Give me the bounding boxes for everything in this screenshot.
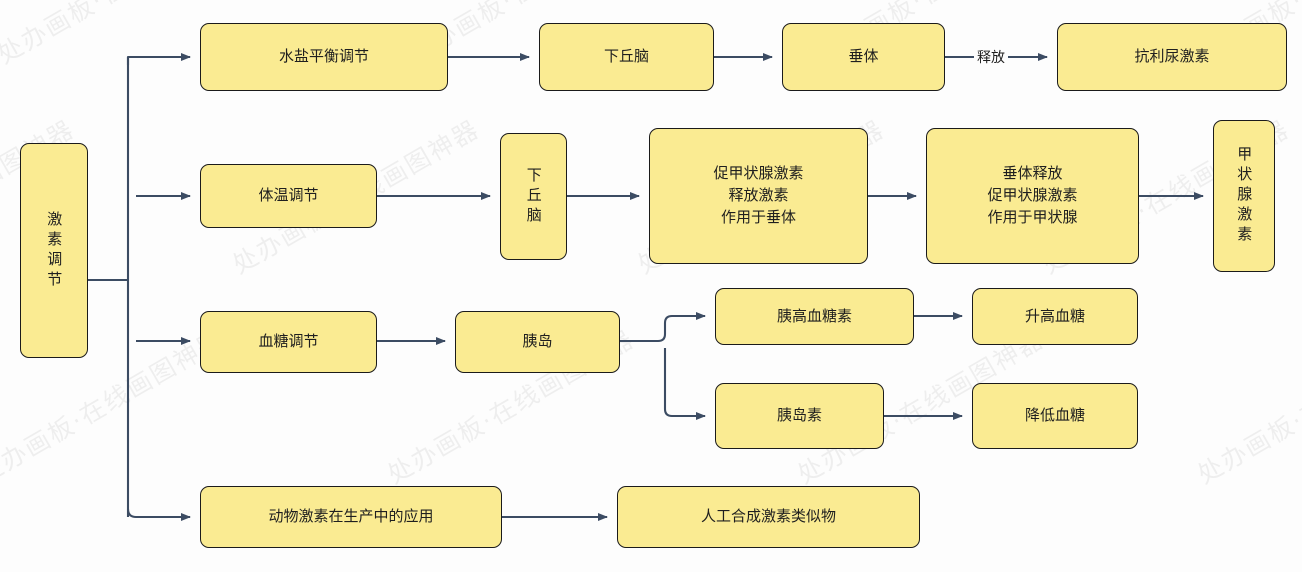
node-root-hormone-regulation[interactable]: 激素调节 — [20, 143, 88, 358]
node-label: 动物激素在生产中的应用 — [268, 507, 434, 526]
node-insulin[interactable]: 胰岛素 — [715, 383, 884, 449]
node-label: 垂体释放 促甲状腺激素 作用于甲状腺 — [987, 164, 1078, 226]
node-pituitary-releases-tsh[interactable]: 垂体释放 促甲状腺激素 作用于甲状腺 — [926, 128, 1139, 264]
node-lower-blood-glucose[interactable]: 降低血糖 — [972, 383, 1138, 449]
node-label: 人工合成激素类似物 — [700, 507, 836, 526]
node-label: 血糖调节 — [258, 332, 319, 351]
node-thyroid-hormone[interactable]: 甲状腺激素 — [1213, 120, 1275, 272]
node-trh-acts-on-pituitary[interactable]: 促甲状腺激素 释放激素 作用于垂体 — [649, 128, 868, 264]
node-hypothalamus-row2[interactable]: 下丘脑 — [500, 133, 567, 260]
wire-islet-to-glucagon — [620, 312, 706, 343]
node-label: 降低血糖 — [1024, 406, 1085, 425]
wire-root-to-animal — [126, 508, 191, 521]
node-water-salt-balance[interactable]: 水盐平衡调节 — [200, 23, 448, 91]
node-hypothalamus-row1[interactable]: 下丘脑 — [539, 23, 714, 91]
node-label: 下丘脑 — [603, 47, 649, 66]
node-label: 下丘脑 — [524, 166, 543, 227]
node-label: 水盐平衡调节 — [278, 47, 369, 66]
edge-label-release: 释放 — [974, 47, 1008, 67]
node-blood-glucose-regulation[interactable]: 血糖调节 — [200, 311, 377, 373]
node-label: 升高血糖 — [1024, 306, 1085, 325]
node-label: 抗利尿激素 — [1134, 47, 1210, 66]
node-animal-hormone-application[interactable]: 动物激素在生产中的应用 — [200, 486, 502, 548]
node-synthetic-hormone-analogs[interactable]: 人工合成激素类似物 — [617, 486, 920, 548]
node-label: 胰岛素 — [776, 406, 822, 425]
node-raise-blood-glucose[interactable]: 升高血糖 — [972, 288, 1138, 345]
wire-root-to-water — [126, 53, 191, 65]
node-body-temperature-regulation[interactable]: 体温调节 — [200, 164, 377, 228]
node-pancreatic-islet[interactable]: 胰岛 — [455, 311, 620, 373]
node-label: 激素调节 — [45, 210, 64, 291]
wire-islet-to-insulin — [663, 348, 706, 420]
node-label: 垂体 — [848, 47, 879, 66]
node-label: 胰高血糖素 — [776, 306, 852, 325]
node-label: 促甲状腺激素 释放激素 作用于垂体 — [713, 164, 804, 226]
node-label: 胰岛 — [522, 332, 553, 351]
node-antidiuretic-hormone[interactable]: 抗利尿激素 — [1057, 23, 1287, 91]
node-label: 甲状腺激素 — [1235, 146, 1254, 246]
node-glucagon[interactable]: 胰高血糖素 — [715, 288, 914, 345]
node-pituitary[interactable]: 垂体 — [782, 23, 945, 91]
node-label: 体温调节 — [258, 186, 319, 205]
